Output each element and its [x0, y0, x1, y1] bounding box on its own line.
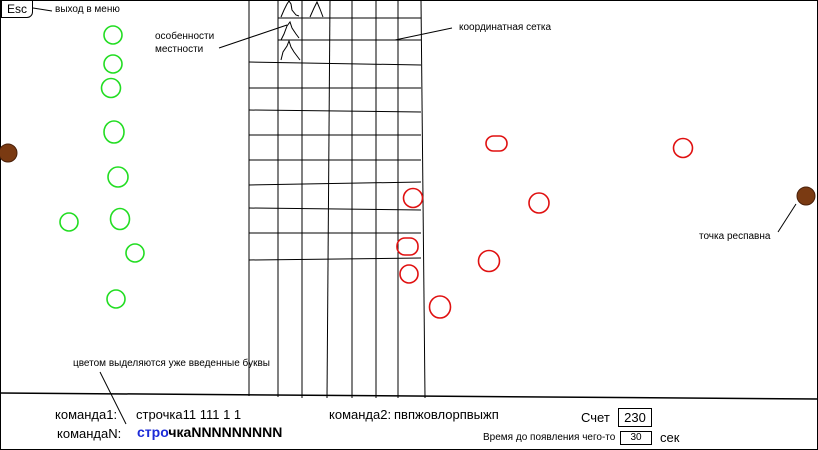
typed-highlight-annotation: цветом выделяются уже введенные буквы: [73, 358, 270, 369]
respawn-points: [0, 143, 816, 206]
score-value: 230: [618, 408, 652, 427]
timer-value: 30: [620, 431, 652, 445]
red-unit: [485, 135, 508, 152]
green-unit: [103, 25, 123, 45]
team2-label: команда2:: [329, 407, 392, 422]
esc-hint-label: выход в меню: [55, 4, 120, 15]
respawn-annotation: точка респавна: [699, 231, 771, 242]
red-unit: [399, 264, 419, 284]
teamN-typed-letters: стро: [137, 424, 169, 440]
red-unit: [477, 249, 501, 273]
green-unit: [107, 166, 129, 188]
score-label: Счет: [581, 410, 610, 425]
hud-separator: [0, 392, 818, 400]
red-unit: [396, 237, 419, 256]
red-unit: [672, 137, 694, 159]
red-unit: [528, 192, 550, 214]
respawn-point-left: [0, 143, 18, 163]
terrain-features: [280, 0, 324, 61]
green-unit: [109, 207, 131, 231]
green-unit: [125, 243, 145, 263]
esc-key-button[interactable]: Esc: [1, 0, 33, 18]
coordinate-grid: [248, 0, 426, 399]
teamN-remaining-letters: чкаNNNNNNNNN: [168, 424, 283, 440]
team1-label: команда1:: [55, 407, 118, 422]
timer-label: Время до появления чего-то: [483, 432, 616, 443]
grid-annotation: координатная сетка: [459, 22, 552, 33]
team2-string: пвпжовлорпвыжп: [394, 407, 499, 422]
green-unit: [103, 54, 123, 74]
team1-string: строчка11 111 1 1: [136, 407, 242, 422]
red-unit: [428, 295, 452, 319]
red-team-units: [396, 135, 694, 319]
green-unit: [100, 77, 122, 99]
red-unit: [402, 187, 424, 209]
timer-unit: сек: [660, 430, 680, 445]
green-unit: [103, 120, 125, 144]
green-unit: [59, 212, 79, 232]
green-team-units: [59, 25, 145, 309]
teamN-string: строчкаNNNNNNNNN: [137, 424, 282, 442]
green-unit: [106, 289, 126, 309]
respawn-point-right: [796, 186, 816, 206]
terrain-annotation: особенности местности: [155, 31, 215, 55]
callout-lines: [32, 7, 797, 425]
teamN-label: командаN:: [57, 426, 122, 441]
